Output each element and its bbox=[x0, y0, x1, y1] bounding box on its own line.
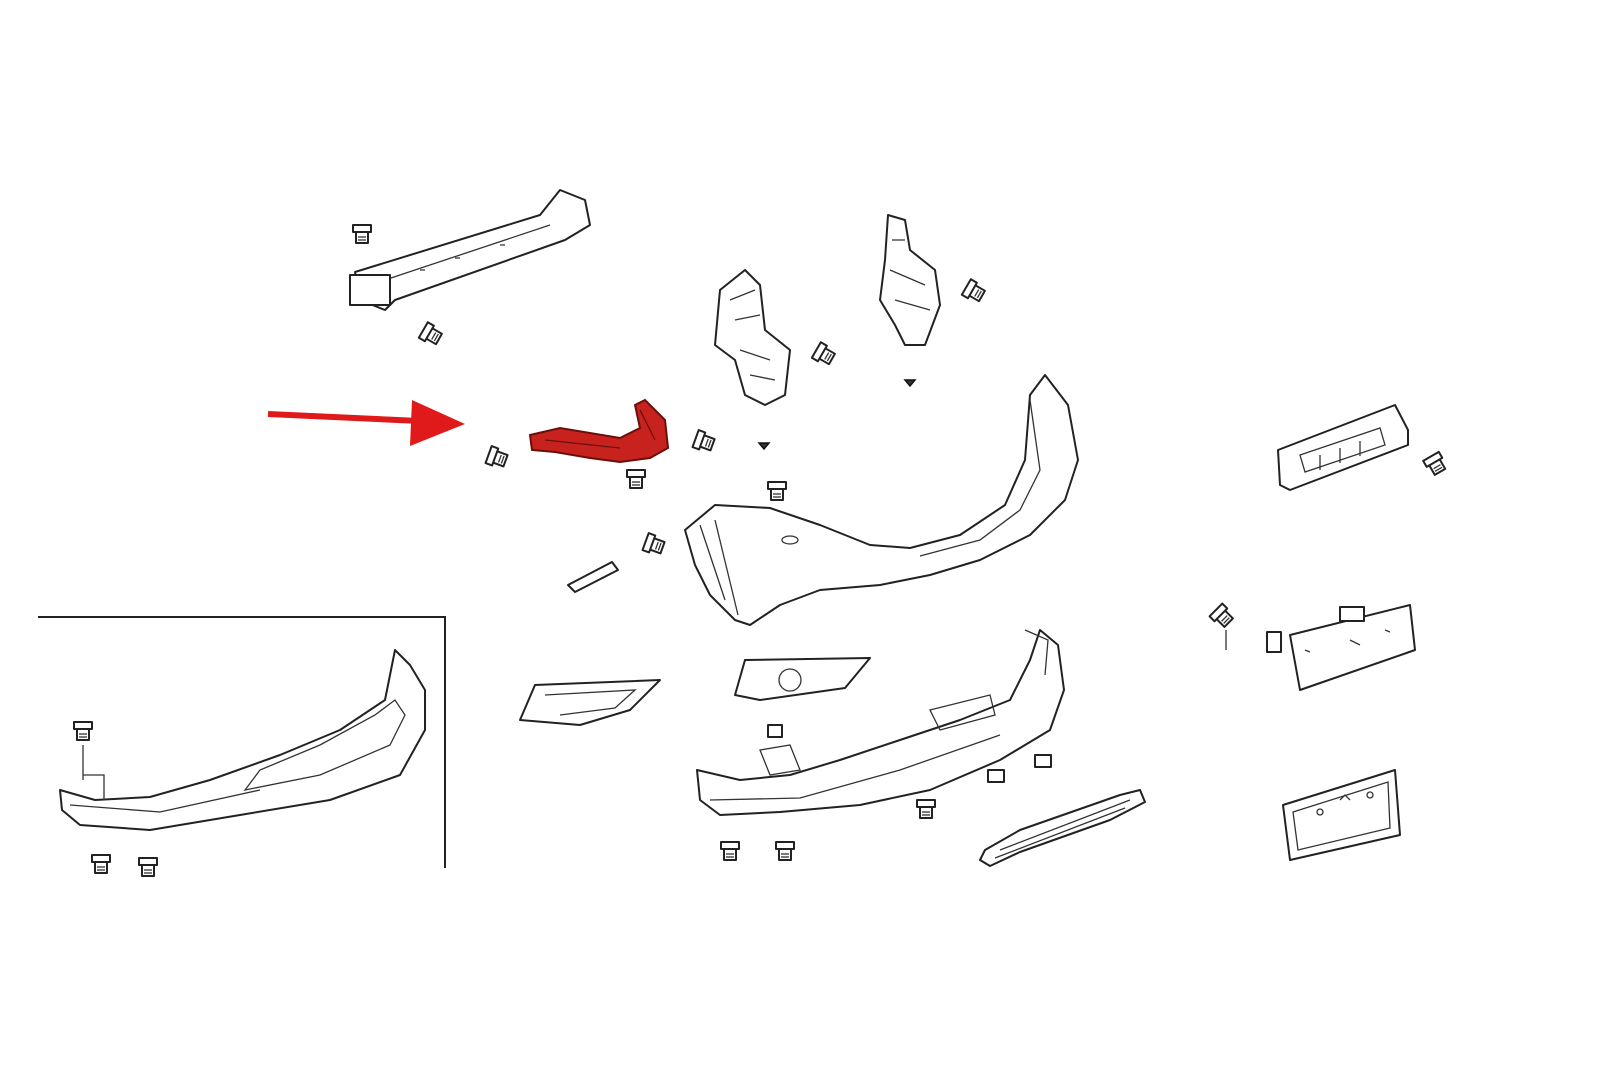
bolt-icon bbox=[352, 224, 372, 244]
bolt-icon bbox=[775, 841, 795, 861]
right-bracket[interactable] bbox=[879, 214, 941, 346]
inset-lower-bumper[interactable] bbox=[59, 649, 426, 831]
inset-box bbox=[38, 616, 446, 877]
bolt-icon bbox=[626, 469, 646, 489]
clip-icon bbox=[1034, 754, 1052, 768]
clip-icon bbox=[903, 379, 917, 388]
fog-light-bezel-right[interactable] bbox=[734, 657, 871, 701]
bolt-icon bbox=[767, 481, 787, 501]
highlighted-bracket[interactable] bbox=[528, 398, 670, 464]
bolt-icon bbox=[91, 854, 111, 874]
clip-icon bbox=[1266, 631, 1282, 653]
screw-icon bbox=[1422, 450, 1449, 478]
left-bracket[interactable] bbox=[714, 269, 791, 406]
bolt-icon bbox=[73, 721, 93, 741]
bumper-cover[interactable] bbox=[684, 374, 1079, 626]
clip-icon bbox=[767, 724, 783, 738]
clip-icon bbox=[567, 561, 619, 593]
lower-bumper[interactable] bbox=[696, 629, 1065, 816]
bolt-icon bbox=[691, 429, 717, 455]
bolt-icon bbox=[720, 841, 740, 861]
license-plate-frame[interactable] bbox=[1282, 769, 1401, 861]
clip-icon bbox=[987, 769, 1005, 783]
clip-icon bbox=[757, 442, 771, 451]
bolt-icon bbox=[916, 799, 936, 819]
lower-grille[interactable] bbox=[979, 789, 1146, 867]
bolt-icon bbox=[417, 321, 445, 348]
license-plate-bracket[interactable] bbox=[1289, 604, 1416, 691]
bolt-icon bbox=[138, 857, 158, 877]
license-plate-base[interactable] bbox=[1277, 404, 1409, 491]
fog-light-bezel-left[interactable] bbox=[519, 679, 661, 726]
bolt-icon bbox=[1208, 602, 1237, 631]
highlight-arrow bbox=[267, 400, 465, 446]
bolt-icon bbox=[484, 445, 510, 471]
bumper-beam[interactable] bbox=[349, 189, 591, 311]
bolt-icon bbox=[810, 341, 838, 368]
bolt-icon bbox=[960, 278, 988, 305]
screw-icon bbox=[641, 532, 667, 558]
